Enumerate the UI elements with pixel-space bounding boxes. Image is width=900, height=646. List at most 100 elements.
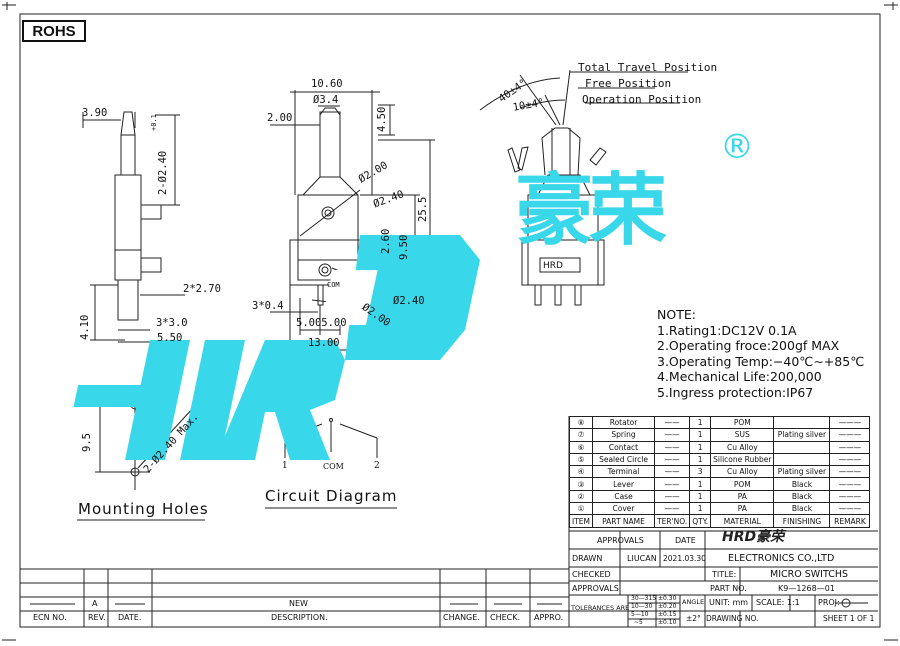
check-header: CHECK. <box>490 613 521 622</box>
dim-2-00: 2.00 <box>267 112 293 124</box>
sheet-info: SHEET 1 OF 1 <box>823 614 875 623</box>
bom-item-no: ⑥ <box>568 440 594 454</box>
bom-part-name: Lever <box>592 477 656 491</box>
bom-part-name: Spring <box>592 428 656 442</box>
bom-finishing <box>773 415 831 430</box>
bom-finishing <box>773 452 831 467</box>
tol-range: 30—315 <box>631 595 657 602</box>
bom-remark: ——— <box>829 415 871 430</box>
dim-25-5: 25.5 <box>417 196 429 222</box>
bom-item-no: ① <box>568 502 594 516</box>
bom-header-qty: QTY. <box>689 514 712 528</box>
bom-part-name: Terminal <box>592 465 656 479</box>
watermark-cn: 豪荣 <box>515 166 667 256</box>
angle-tol: ±2° <box>686 614 701 623</box>
dim-0-4: 3*0.4 <box>252 300 284 312</box>
dim-dia-3-4: Ø3.4 <box>313 94 339 106</box>
bom-part-name: Case <box>592 489 656 504</box>
note-line: 5.Ingress protection:IP67 <box>657 384 814 400</box>
drawn-label: DRAWN <box>572 554 603 563</box>
bom-part-name: Cover <box>592 502 656 516</box>
dim-13-00: 13.00 <box>308 337 340 349</box>
bom-qty: 1 <box>689 440 712 454</box>
bom-ter-no: —— <box>654 452 691 467</box>
dim-dia-2-40-b: Ø2.40 <box>393 295 425 307</box>
note-line: 3.Operating Temp:−40℃∼+85℃ <box>657 353 865 369</box>
bom-item-no: ⑧ <box>568 415 594 430</box>
right-view <box>479 69 688 306</box>
watermark-shapes <box>73 235 480 460</box>
dim-2-70: 2*2.70 <box>183 283 221 295</box>
approvals-label: APPROVALS <box>572 584 619 593</box>
ecn-header: ECN NO. <box>33 613 67 622</box>
date-header: DATE <box>675 536 696 545</box>
bom-remark: ——— <box>829 465 871 479</box>
watermark-reg: ® <box>720 127 754 167</box>
bom-finishing: Black <box>773 489 831 504</box>
notes-block: NOTE: 1.Rating1:DC12V 0.1A 2.Operating f… <box>657 307 864 400</box>
dim-hole-dia: 2-Ø2.40 <box>157 150 169 195</box>
side-view <box>82 111 185 343</box>
dim-3-0: 3*3.0 <box>156 317 188 329</box>
dim-9-50: 9.50 <box>398 234 410 260</box>
note-line: 2.Operating froce:200gf MAX <box>657 338 840 353</box>
bom-remark: ——— <box>829 489 871 504</box>
bom-item-no: ⑦ <box>568 428 594 442</box>
bom-material: Silicone Rubber <box>710 452 775 467</box>
bom-material: POM <box>710 415 775 430</box>
change-header: CHANGE. <box>443 613 480 622</box>
bom-remark: ——— <box>829 440 871 454</box>
circuit-pin-2: 2 <box>374 461 380 471</box>
bom-material: PA <box>710 489 775 504</box>
bom-material: POM <box>710 477 775 491</box>
bom-finishing <box>773 440 831 454</box>
bom-qty: 1 <box>689 415 712 430</box>
dim-3-90: 3.90 <box>82 107 108 119</box>
notes-title: NOTE: <box>657 307 696 322</box>
bom-ter-no: —— <box>654 489 691 504</box>
bom-part-name: Sealed Circle <box>592 452 656 467</box>
bom-part-name: Contact <box>592 440 656 454</box>
drawn-date: 2021.03.30 <box>663 554 706 563</box>
bom-header-finishing: FINISHING <box>773 514 831 528</box>
drawing-title: MICRO SWITCHS <box>770 569 849 580</box>
bom-qty: 1 <box>689 489 712 504</box>
title-label: TITLE: <box>712 570 737 579</box>
scale: SCALE: 1:1 <box>756 598 800 607</box>
part-stamp: HRD <box>543 261 563 271</box>
bom-ter-no: —— <box>654 415 691 430</box>
tol-value: ±0.30 <box>658 595 677 602</box>
bom-remark: ——— <box>829 428 871 442</box>
appro-header: APPRO. <box>534 613 564 622</box>
projection-label: PROJ: <box>818 598 840 607</box>
tol-range: 10—30 <box>631 603 653 610</box>
bom-header-remark: REMARK <box>829 514 871 528</box>
bom-material: Cu Alloy <box>710 440 775 454</box>
unit: UNIT: mm <box>709 598 749 607</box>
circuit-pin-1: 1 <box>282 461 288 471</box>
bom-ter-no: —— <box>654 477 691 491</box>
bom-material: Cu Alloy <box>710 465 775 479</box>
tolerances-label: TOLERANCES ARE <box>571 604 630 612</box>
watermark-cut <box>320 270 378 325</box>
tol-value: ±0.15 <box>658 611 677 618</box>
com-label-small: COM <box>327 281 340 289</box>
bom-qty: 1 <box>689 428 712 442</box>
part-no-label: PART NO. <box>710 584 747 593</box>
drawing-no-label: DRAWING NO. <box>706 614 759 623</box>
dim-10-60: 10.60 <box>311 78 343 90</box>
bom-item-no: ② <box>568 489 594 504</box>
bom-header-ter: TER'NO. <box>654 514 691 528</box>
bom-finishing: Plating silver <box>773 428 831 442</box>
